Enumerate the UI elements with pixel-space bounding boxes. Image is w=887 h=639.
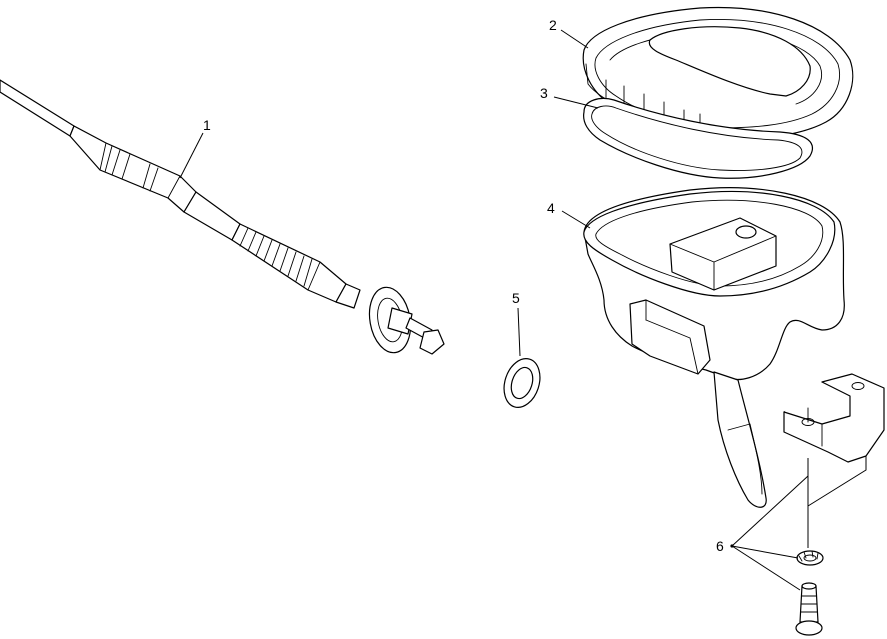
callout-1: 1 [203,117,211,133]
o-ring-inner [510,366,534,400]
leader-3 [553,96,599,109]
cover-raised-pad [648,26,811,97]
o-ring [503,358,541,408]
cable-inner-tube [183,191,241,241]
lock-washer [796,550,824,566]
throttle-housing [583,187,845,508]
callout-2: 2 [549,17,557,33]
clamp-hole-right [851,382,865,390]
leader-2 [560,29,589,49]
cable-boot-upper [69,125,197,213]
cable-nut [335,283,361,309]
callout-labels: 1 2 3 4 5 6 [203,17,724,554]
cable-threaded-adjuster [231,223,347,303]
cable-boot-ribs [99,142,181,199]
throttle-cover [582,6,854,141]
callout-5: 5 [512,290,520,306]
throttle-lever [713,371,767,508]
leader-5 [517,307,521,357]
handlebar-clamp [783,373,885,463]
leader-4 [561,210,591,229]
throttle-cable [0,79,445,355]
clamp-ear [783,381,851,425]
housing-cable-port [735,225,757,239]
screw-and-washer [795,456,867,636]
leader-lines [179,29,809,591]
cable-end-ferrule [419,329,445,355]
gasket-outer [583,97,813,179]
callout-4: 4 [547,200,555,216]
cable-sheath [0,79,75,137]
leader-6b [731,545,799,559]
callout-3: 3 [540,85,548,101]
leader-1 [179,132,204,179]
screw-tip [801,582,817,590]
callout-6: 6 [716,538,724,554]
cover-gasket [583,97,813,179]
adjuster-threads [239,227,321,291]
leader-6a [731,475,809,547]
housing-side-boss [629,299,711,375]
screw-head [795,620,823,636]
leader-6c [731,545,801,591]
